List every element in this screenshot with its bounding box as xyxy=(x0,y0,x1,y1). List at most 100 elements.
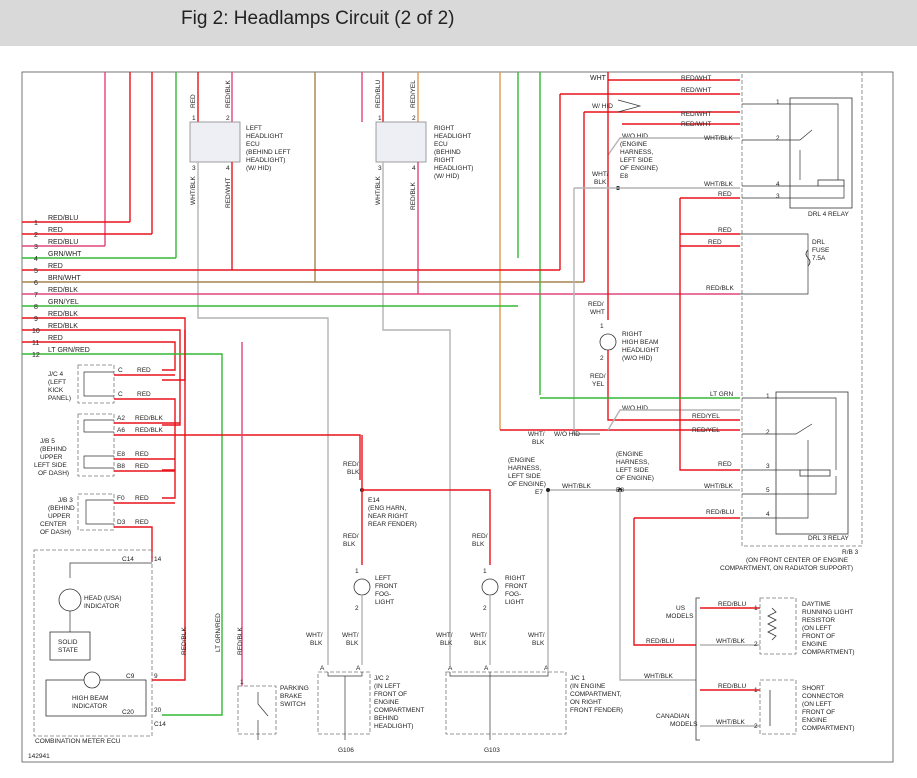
svg-text:RUNNING LIGHT: RUNNING LIGHT xyxy=(802,609,853,616)
svg-text:2: 2 xyxy=(412,115,416,122)
models-section: US MODELS CANADIAN MODELS RED/BLU WHT/BL… xyxy=(656,597,854,741)
svg-text:HEAD (USA): HEAD (USA) xyxy=(84,595,122,602)
svg-text:2: 2 xyxy=(754,641,758,648)
jb3-connector: J/B 3 (BEHIND UPPER CENTER OF DASH) F0 D… xyxy=(40,493,175,562)
svg-text:LIGHT: LIGHT xyxy=(505,599,524,606)
svg-text:1: 1 xyxy=(355,568,359,575)
svg-text:WHT/: WHT/ xyxy=(470,632,487,639)
svg-text:J/B 3: J/B 3 xyxy=(58,497,73,504)
svg-text:HEADLIGHT: HEADLIGHT xyxy=(246,133,283,140)
svg-text:(W/O HID): (W/O HID) xyxy=(622,355,652,362)
svg-text:FRONT OF: FRONT OF xyxy=(374,691,407,698)
svg-text:F0: F0 xyxy=(117,495,125,502)
svg-text:2: 2 xyxy=(600,355,604,362)
svg-text:9: 9 xyxy=(154,673,158,680)
svg-text:RED: RED xyxy=(718,227,732,234)
svg-text:RIGHT: RIGHT xyxy=(505,575,525,582)
svg-text:COMPARTMENT): COMPARTMENT) xyxy=(802,649,854,656)
svg-text:WHT/: WHT/ xyxy=(306,632,323,639)
svg-text:ENGINE: ENGINE xyxy=(802,641,828,648)
title-bar: Fig 2: Headlamps Circuit (2 of 2) xyxy=(0,0,917,46)
svg-text:6: 6 xyxy=(34,280,38,287)
svg-text:C9: C9 xyxy=(126,673,135,680)
svg-text:HEADLIGHT): HEADLIGHT) xyxy=(434,165,473,172)
jc4-connector: J/C 4 (LEFT KICK PANEL) C C RED RED xyxy=(48,364,176,471)
svg-text:PANEL): PANEL) xyxy=(48,395,71,402)
svg-text:1: 1 xyxy=(34,220,38,227)
svg-text:BLK: BLK xyxy=(310,640,323,647)
svg-text:OF DASH): OF DASH) xyxy=(38,470,69,477)
svg-text:LEFT SIDE: LEFT SIDE xyxy=(34,462,67,469)
svg-text:RED/BLU: RED/BLU xyxy=(646,638,674,645)
svg-text:SWITCH: SWITCH xyxy=(280,701,306,708)
svg-text:HEADLIGHT): HEADLIGHT) xyxy=(374,723,413,730)
svg-text:GRN/YEL: GRN/YEL xyxy=(48,299,79,306)
svg-text:3: 3 xyxy=(378,165,382,172)
svg-text:4: 4 xyxy=(776,181,780,188)
jc2-junction: WHT/ BLK WHT/ BLK A A J/C 2 (IN LEFT FRO… xyxy=(306,632,424,754)
svg-text:(ENGINE: (ENGINE xyxy=(620,141,648,148)
svg-text:5: 5 xyxy=(766,487,770,494)
svg-text:FRONT OF: FRONT OF xyxy=(802,709,835,716)
svg-text:(BEHIND: (BEHIND xyxy=(434,149,461,156)
svg-text:KICK: KICK xyxy=(48,387,64,394)
svg-text:LIGHT: LIGHT xyxy=(375,599,394,606)
svg-text:BLK: BLK xyxy=(346,640,359,647)
svg-text:RED/BLK: RED/BLK xyxy=(135,415,163,422)
svg-text:BLK: BLK xyxy=(594,179,607,186)
svg-text:RED/YEL: RED/YEL xyxy=(692,427,720,434)
svg-text:BEHIND: BEHIND xyxy=(374,715,399,722)
svg-text:E7: E7 xyxy=(535,489,543,496)
svg-text:RED: RED xyxy=(137,367,151,374)
svg-text:RED/BLK: RED/BLK xyxy=(135,427,163,434)
svg-text:4: 4 xyxy=(226,165,230,172)
svg-text:2: 2 xyxy=(483,605,487,612)
svg-text:(ON FRONT CENTER OF ENGINE: (ON FRONT CENTER OF ENGINE xyxy=(746,557,849,564)
svg-text:DAYTIME: DAYTIME xyxy=(802,601,831,608)
svg-text:J/C 1: J/C 1 xyxy=(570,675,586,682)
svg-text:COMPARTMENT): COMPARTMENT) xyxy=(802,725,854,732)
svg-text:WHT/BLK: WHT/BLK xyxy=(562,483,592,490)
svg-text:(IN LEFT: (IN LEFT xyxy=(374,683,400,690)
svg-text:J/B 5: J/B 5 xyxy=(40,438,55,445)
svg-text:RED/BLK: RED/BLK xyxy=(237,627,244,655)
svg-text:3: 3 xyxy=(766,463,770,470)
svg-text:RED/BLK: RED/BLK xyxy=(181,627,188,655)
svg-text:9: 9 xyxy=(34,316,38,323)
svg-text:E14: E14 xyxy=(368,497,380,504)
rb3-relay-box: DRL 4 RELAY 1 2 4 3 DRL FUSE 7.5A DRL 3 … xyxy=(720,71,863,572)
svg-text:COMBINATION METER ECU: COMBINATION METER ECU xyxy=(35,738,121,745)
svg-text:A: A xyxy=(320,665,325,672)
svg-text:1: 1 xyxy=(378,115,382,122)
svg-text:(ENGINE: (ENGINE xyxy=(616,451,644,458)
svg-text:RED/BLK: RED/BLK xyxy=(48,323,78,330)
top-left-wires xyxy=(104,72,609,430)
svg-text:1: 1 xyxy=(600,323,604,330)
svg-text:3: 3 xyxy=(192,165,196,172)
svg-text:LEFT SIDE: LEFT SIDE xyxy=(616,467,649,474)
svg-text:(W/ HID): (W/ HID) xyxy=(434,173,459,180)
svg-text:RIGHT: RIGHT xyxy=(434,157,454,164)
svg-text:10: 10 xyxy=(32,328,40,335)
svg-text:A: A xyxy=(448,665,453,672)
svg-text:WHT: WHT xyxy=(590,309,605,316)
jb5-connector: J/B 5 (BEHIND UPPER LEFT SIDE OF DASH) A… xyxy=(34,413,361,499)
svg-text:US: US xyxy=(676,605,686,612)
svg-text:OF ENGINE): OF ENGINE) xyxy=(616,475,654,482)
svg-text:3: 3 xyxy=(776,193,780,200)
svg-text:12: 12 xyxy=(32,352,40,359)
svg-text:LEFT SIDE: LEFT SIDE xyxy=(620,157,653,164)
svg-text:(W/ HID): (W/ HID) xyxy=(246,165,271,172)
svg-text:1: 1 xyxy=(483,568,487,575)
svg-text:C14: C14 xyxy=(154,721,166,728)
svg-text:RED/WHT: RED/WHT xyxy=(681,121,711,128)
svg-text:FRONT FENDER): FRONT FENDER) xyxy=(570,707,623,714)
svg-text:RED/: RED/ xyxy=(590,373,606,380)
svg-text:BLK: BLK xyxy=(532,640,545,647)
svg-text:RED: RED xyxy=(48,335,63,342)
svg-text:1: 1 xyxy=(754,687,758,694)
svg-text:RED/WHT: RED/WHT xyxy=(225,178,232,208)
right-headlight-ecu: 1 2 3 4 RIGHT HEADLIGHT ECU (BEHIND RIGH… xyxy=(375,115,473,180)
left-headlight-ecu: 1 2 3 4 LEFT HEADLIGHT ECU (BEHIND LEFT … xyxy=(189,115,290,172)
svg-text:STATE: STATE xyxy=(58,647,79,654)
